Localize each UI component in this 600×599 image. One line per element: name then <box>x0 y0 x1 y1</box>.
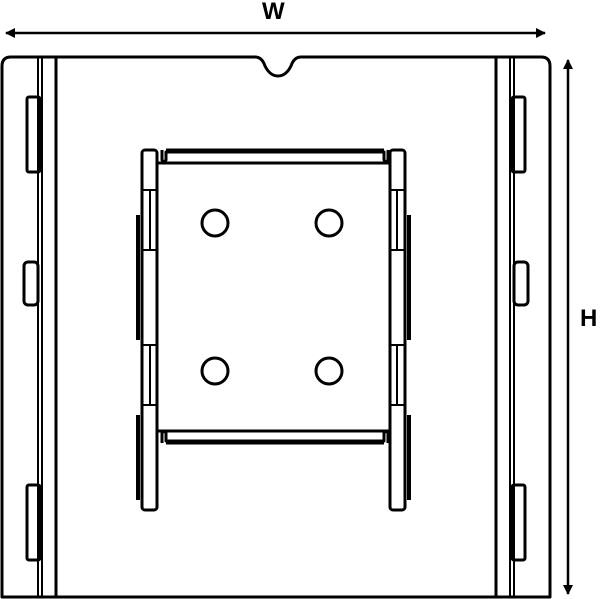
width-label: W <box>262 0 285 25</box>
right-post <box>388 148 411 512</box>
mounting-hole <box>200 208 230 238</box>
mounting-hole <box>314 208 344 238</box>
right-rail <box>494 57 515 597</box>
height-label: H <box>580 305 598 332</box>
center-plate <box>155 161 392 433</box>
base-plate-outline <box>0 55 552 599</box>
left-side-tabs <box>22 95 42 562</box>
left-rail <box>37 57 58 597</box>
right-side-tabs <box>510 95 530 562</box>
mounting-hole <box>200 356 230 386</box>
top-bar <box>160 148 390 163</box>
bottom-bar <box>160 430 390 445</box>
mounting-hole <box>314 356 344 386</box>
left-post <box>136 148 159 512</box>
